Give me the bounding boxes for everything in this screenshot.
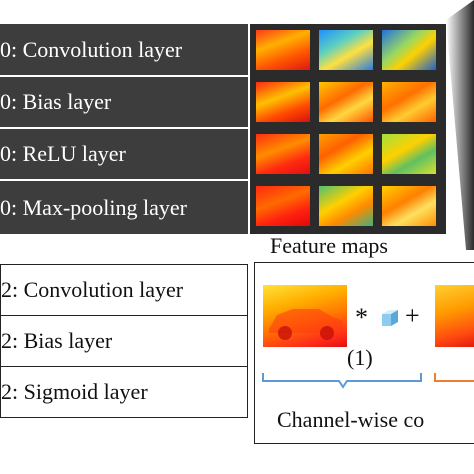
layer-row-convolution-bottom: 2: Convolution layer bbox=[0, 264, 248, 316]
channel-wise-box: * + (1) Channel-wise co bbox=[254, 262, 474, 444]
layer-row-max-pooling: 0: Max-pooling layer bbox=[0, 181, 248, 234]
feature-map-tile bbox=[382, 30, 436, 70]
layer-row-bias-bottom: 2: Bias layer bbox=[0, 315, 248, 367]
layer-label: 2: Convolution layer bbox=[1, 277, 184, 302]
blue-bracket bbox=[262, 373, 422, 389]
car-silhouette bbox=[269, 309, 343, 340]
feature-map-tile bbox=[256, 186, 310, 226]
layer-label: 2: Sigmoid layer bbox=[1, 379, 148, 404]
layer-label: 2: Bias layer bbox=[1, 328, 113, 353]
layer-label: 0: Bias layer bbox=[0, 89, 112, 114]
operation-index: (1) bbox=[347, 345, 373, 370]
feature-map-tile bbox=[256, 82, 310, 122]
top-layer-stack: 0: Convolution layer 0: Bias layer 0: Re… bbox=[0, 24, 250, 234]
feature-map-tile bbox=[319, 186, 373, 226]
feature-map-tile bbox=[382, 134, 436, 174]
feature-map-image bbox=[435, 285, 474, 347]
cube-icon bbox=[382, 310, 398, 326]
layer-row-convolution-top: 0: Convolution layer bbox=[0, 24, 248, 77]
feature-map-tile bbox=[382, 82, 436, 122]
layer-row-sigmoid: 2: Sigmoid layer bbox=[0, 366, 248, 418]
operand-brackets bbox=[262, 373, 474, 389]
orange-bracket bbox=[434, 373, 474, 382]
feature-maps-caption: Feature maps bbox=[270, 233, 388, 258]
feature-map-tile bbox=[319, 134, 373, 174]
layer-row-bias-top: 0: Bias layer bbox=[0, 77, 248, 129]
multiply-symbol: * bbox=[355, 303, 368, 332]
feature-map-grid bbox=[250, 24, 446, 234]
plus-symbol: + bbox=[405, 301, 420, 330]
feature-map-tile bbox=[382, 186, 436, 226]
side-shading bbox=[446, 0, 474, 250]
layer-row-relu: 0: ReLU layer bbox=[0, 129, 248, 181]
layer-label: 0: Max-pooling layer bbox=[0, 194, 187, 220]
feature-map-tile bbox=[256, 30, 310, 70]
layer-label: 0: ReLU layer bbox=[0, 141, 126, 166]
feature-map-image bbox=[263, 285, 347, 347]
feature-map-tile bbox=[319, 82, 373, 122]
feature-map-tile bbox=[256, 134, 310, 174]
channel-wise-caption: Channel-wise co bbox=[277, 407, 425, 432]
layer-label: 0: Convolution layer bbox=[0, 36, 183, 62]
feature-map-tile bbox=[319, 30, 373, 70]
perspective-shade bbox=[446, 0, 474, 250]
